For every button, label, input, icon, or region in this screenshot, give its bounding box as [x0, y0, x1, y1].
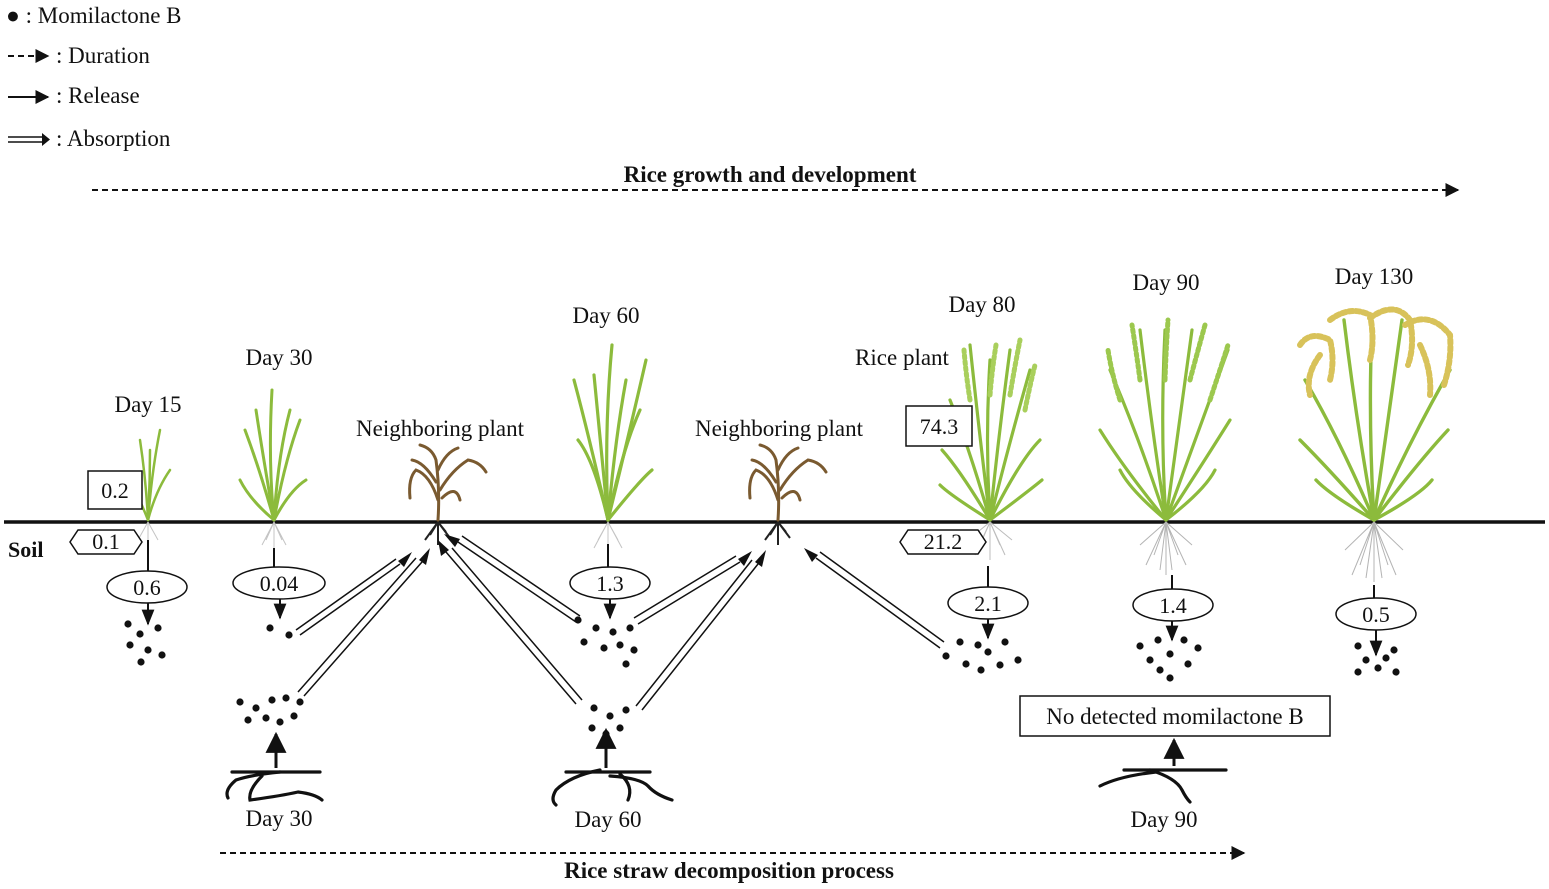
growth-title: Rice growth and development	[624, 162, 917, 187]
day-label-15: Day 15	[114, 392, 181, 417]
neighboring-plant-2-roots	[764, 521, 791, 545]
svg-text:0.5: 0.5	[1362, 602, 1390, 627]
roots-day130	[1344, 521, 1404, 582]
surface-value-day80: 21.2	[899, 529, 987, 555]
rice-plant-day30	[238, 388, 308, 522]
straw-day90	[1098, 768, 1228, 804]
straw-day30	[225, 770, 324, 802]
svg-text:2.1: 2.1	[974, 591, 1002, 616]
day-label-80: Day 80	[948, 292, 1015, 317]
momilactone-dots-day80	[942, 638, 1022, 674]
soil-value-day30: 0.04	[232, 566, 326, 600]
straw-dots-day30	[236, 694, 304, 726]
neighboring-plant-1	[408, 443, 488, 522]
rice-plant-day90	[1098, 328, 1232, 522]
rice-plant-day130	[1298, 318, 1452, 522]
svg-text:0.04: 0.04	[260, 571, 299, 596]
day-label-130: Day 130	[1335, 264, 1414, 289]
roots-day90	[1139, 521, 1193, 575]
rice-plant-day60	[572, 343, 654, 522]
svg-text:21.2: 21.2	[924, 529, 963, 554]
momilactone-dots-day130	[1354, 642, 1400, 676]
svg-text:1.3: 1.3	[596, 571, 624, 596]
legend-absorption: : Absorption	[56, 126, 171, 151]
absorption-arrowheads	[398, 534, 818, 567]
momilactone-dots-day60	[574, 616, 638, 668]
roots-day30	[261, 521, 287, 550]
above-value-day80: 74.3	[905, 405, 973, 447]
grains-day130	[1297, 306, 1454, 398]
neighbor-label-1: Neighboring plant	[356, 416, 525, 441]
soil-value-day60: 1.3	[569, 566, 651, 600]
day-label-30: Day 30	[245, 345, 312, 370]
momilactone-dots-day90	[1136, 636, 1202, 682]
svg-text:0.2: 0.2	[101, 478, 129, 503]
above-value-day15: 0.2	[87, 470, 143, 510]
panicles-day90	[1105, 317, 1231, 403]
neighboring-plant-2	[748, 443, 828, 522]
straw-dots-day60	[588, 704, 630, 738]
soil-value-day15: 0.6	[106, 570, 188, 604]
day-label-90: Day 90	[1132, 270, 1199, 295]
soil-label: Soil	[8, 537, 43, 562]
momilactone-dots-day15	[124, 620, 166, 666]
neighboring-plant-1-roots	[424, 521, 451, 545]
decomposition-title: Rice straw decomposition process	[564, 858, 894, 883]
straw-day-label-60: Day 60	[574, 807, 641, 832]
legend-release: : Release	[56, 83, 140, 108]
panicles-day80	[961, 337, 1038, 413]
no-detected-box: No detected momilactone B	[1019, 695, 1331, 737]
straw-day60	[551, 768, 674, 807]
straw-day-label-30: Day 30	[245, 806, 312, 831]
legend-momilactone: ● : Momilactone B	[6, 3, 182, 28]
absorption-arrows	[295, 535, 945, 711]
legend: ● : Momilactone B : Duration : Release :…	[6, 3, 182, 151]
surface-value-day15: 0.1	[69, 529, 143, 555]
soil-value-day90: 1.4	[1132, 588, 1214, 622]
soil-value-day80: 2.1	[947, 586, 1029, 620]
straw-day-label-90: Day 90	[1130, 807, 1197, 832]
soil-value-day130: 0.5	[1335, 597, 1417, 631]
svg-text:0.6: 0.6	[133, 575, 161, 600]
legend-duration: : Duration	[56, 43, 150, 68]
svg-text:1.4: 1.4	[1159, 593, 1187, 618]
svg-text:74.3: 74.3	[920, 414, 959, 439]
svg-text:0.1: 0.1	[92, 529, 120, 554]
rice-plant-label: Rice plant	[855, 345, 949, 370]
neighbor-label-2: Neighboring plant	[695, 416, 864, 441]
day-label-60: Day 60	[572, 303, 639, 328]
legend-absorption-arrow	[8, 133, 50, 146]
svg-text:No detected momilactone B: No detected momilactone B	[1046, 704, 1303, 729]
momilactone-dots-day30	[266, 624, 293, 639]
roots-day60	[593, 521, 623, 552]
